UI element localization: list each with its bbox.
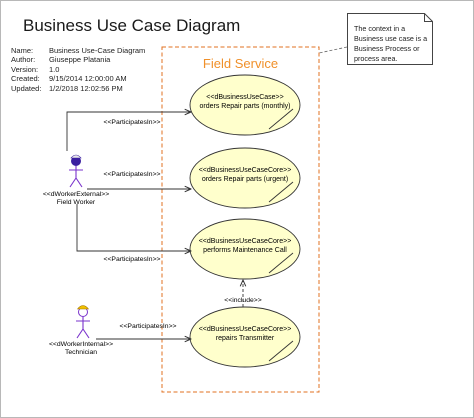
usecase-business-mark bbox=[268, 108, 294, 130]
association-label: <<ParticipatesIn>> bbox=[119, 323, 176, 330]
actor-field-worker[interactable]: <<dWorkerExternal>> Field Worker bbox=[43, 154, 109, 206]
actor-stereotype: <<dWorkerInternal>> bbox=[49, 341, 113, 348]
actor-hat-icon bbox=[76, 305, 90, 310]
usecase-maintenance-call[interactable]: <<dBusinessUseCaseCore>> performs Mainte… bbox=[189, 218, 301, 280]
usecase-business-mark bbox=[268, 340, 294, 362]
usecase-name: repairs Transmitter bbox=[216, 335, 275, 342]
note-shape bbox=[347, 13, 433, 65]
meta-row-updated: Updated:1/2/2018 12:02:56 PM bbox=[11, 83, 123, 93]
association-fieldworker-monthly[interactable] bbox=[66, 112, 191, 151]
meta-row-name: Name:Business Use-Case Diagram bbox=[11, 46, 146, 55]
usecase-name: performs Maintenance Call bbox=[203, 247, 287, 254]
usecase-repairs-transmitter[interactable]: <<dBusinessUseCaseCore>> repairs Transmi… bbox=[189, 306, 301, 368]
actor-stereotype: <<dWorkerExternal>> bbox=[43, 191, 109, 198]
diagram-metadata: Name:Business Use-Case Diagram Author:Gi… bbox=[11, 46, 145, 93]
meta-row-created: Created:9/15/2014 12:00:00 AM bbox=[11, 74, 127, 84]
meta-row-version: Version:1.0 bbox=[11, 64, 60, 74]
association-label: <<ParticipatesIn>> bbox=[103, 256, 160, 263]
boundary-label: Field Service bbox=[203, 56, 278, 71]
usecase-ellipse bbox=[189, 147, 301, 209]
association-label: <<ParticipatesIn>> bbox=[103, 171, 160, 178]
usecase-name: orders Repair parts (monthly) bbox=[199, 103, 290, 110]
include-label: <<include>> bbox=[224, 297, 261, 304]
usecase-stereotype: <<dBusinessUseCase>> bbox=[206, 94, 283, 101]
actor-body bbox=[76, 317, 90, 339]
usecase-stereotype: <<dBusinessUseCaseCore>> bbox=[199, 326, 292, 333]
actor-name: Technician bbox=[65, 349, 97, 356]
context-note[interactable]: The context in a Business use case is a … bbox=[347, 13, 433, 65]
note-connector bbox=[318, 46, 348, 54]
usecase-stereotype: <<dBusinessUseCaseCore>> bbox=[199, 167, 292, 174]
diagram-title: Business Use Case Diagram bbox=[23, 16, 241, 35]
usecase-orders-monthly[interactable]: <<dBusinessUseCase>> orders Repair parts… bbox=[189, 74, 301, 136]
actor-technician[interactable]: <<dWorkerInternal>> Technician bbox=[49, 305, 113, 357]
usecase-business-mark bbox=[268, 181, 294, 203]
association-fieldworker-maintenance[interactable] bbox=[76, 204, 191, 251]
usecase-stereotype: <<dBusinessUseCaseCore>> bbox=[199, 238, 292, 245]
usecase-business-mark bbox=[268, 252, 294, 274]
usecase-ellipse bbox=[189, 74, 301, 136]
actor-hat-icon bbox=[70, 154, 82, 159]
actor-name: Field Worker bbox=[57, 199, 96, 206]
system-boundary[interactable] bbox=[161, 46, 320, 393]
meta-row-author: Author:Giuseppe Platania bbox=[11, 55, 111, 65]
actor-body bbox=[69, 166, 83, 188]
association-label: <<ParticipatesIn>> bbox=[103, 119, 160, 126]
note-text: The context in a Business use case is a … bbox=[354, 24, 428, 63]
usecase-name: orders Repair parts (urgent) bbox=[202, 176, 288, 183]
usecase-orders-urgent[interactable]: <<dBusinessUseCaseCore>> orders Repair p… bbox=[189, 147, 301, 209]
